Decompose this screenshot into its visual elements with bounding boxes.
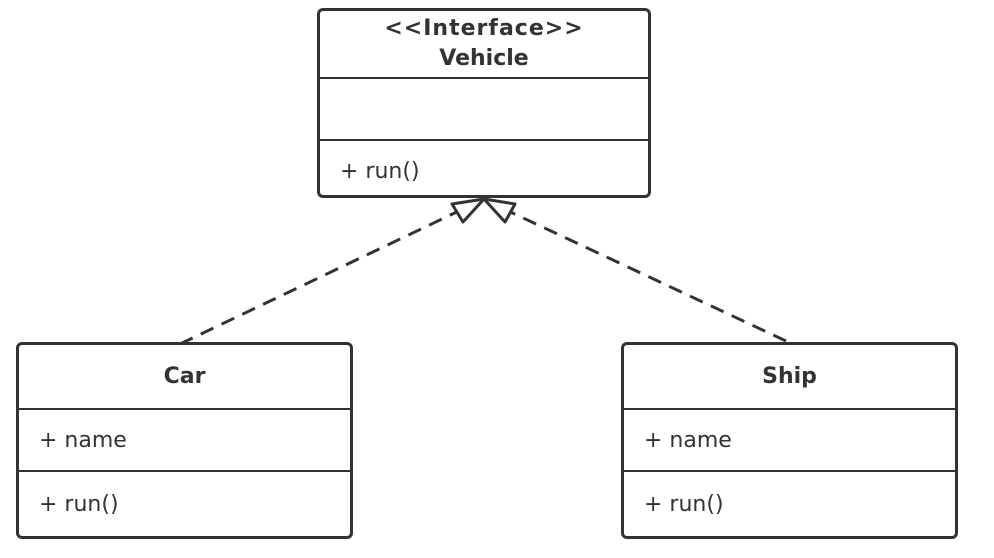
class-name: Ship — [762, 364, 817, 389]
interface-attributes-compartment — [320, 77, 648, 139]
interface-operations-compartment: + run() — [320, 139, 648, 195]
car-realization-arrow[interactable] — [179, 197, 486, 346]
interface-name: Vehicle — [439, 46, 529, 71]
class-attribute-name: + name — [39, 427, 127, 453]
class-operations-compartment: + run() — [19, 470, 350, 536]
interface-header: <<Interface>> Vehicle — [320, 11, 648, 77]
hollow-triangle-arrowhead-icon — [482, 197, 517, 224]
hollow-triangle-arrowhead-icon — [450, 197, 486, 224]
class-attributes-compartment: + name — [624, 408, 955, 470]
class-attribute-name: + name — [644, 427, 732, 453]
class-attributes-compartment: + name — [19, 408, 350, 470]
class-header: Ship — [624, 345, 955, 408]
interface-vehicle[interactable]: <<Interface>> Vehicle + run() — [317, 8, 651, 198]
class-ship[interactable]: Ship + name + run() — [621, 342, 958, 539]
interface-stereotype: <<Interface>> — [384, 16, 584, 41]
ship-realization-arrow[interactable] — [482, 197, 787, 343]
class-operation-run: + run() — [39, 491, 119, 517]
class-car[interactable]: Car + name + run() — [16, 342, 353, 539]
class-name: Car — [163, 364, 206, 389]
interface-operation-run: + run() — [340, 158, 420, 184]
class-header: Car — [19, 345, 350, 408]
class-operations-compartment: + run() — [624, 470, 955, 536]
class-operation-run: + run() — [644, 491, 724, 517]
